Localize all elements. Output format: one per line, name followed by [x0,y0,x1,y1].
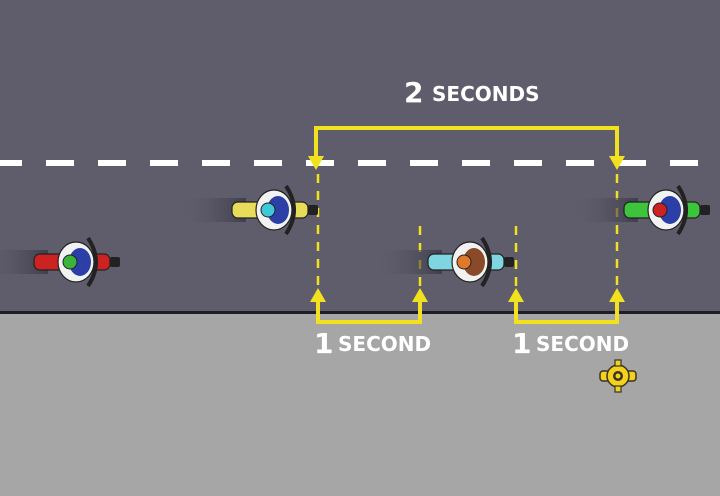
bracket-arrow-down [609,156,625,170]
one-second-right-unit: SECOND [536,332,629,356]
handlebar [480,236,492,288]
bracket-arrow-down [308,156,324,170]
front-wheel [504,257,514,267]
helmet [62,254,78,270]
bracket-arrow-up [412,288,428,302]
rider-jacket [69,248,91,276]
helmet [652,202,668,218]
fire-hydrant-icon [599,359,637,393]
front-wheel [700,205,710,215]
motorcycle-yellow [178,184,318,236]
one-second-right-number: 1 [512,327,531,360]
handlebar [284,184,296,236]
bracket-arrow-up [609,288,625,302]
rider-jacket [659,196,681,224]
one-second-left-number: 1 [314,327,333,360]
two-second-bracket [314,126,619,162]
rider-jacket [463,248,485,276]
sidewalk [0,313,720,496]
curb-line [0,311,720,314]
bracket-arrow-up [310,288,326,302]
two-seconds-unit: SECONDS [432,82,540,106]
helmet [260,202,276,218]
rider-jacket [267,196,289,224]
one-second-left-unit: SECOND [338,332,431,356]
one-second-bracket-right [514,298,619,324]
helmet [456,254,472,270]
handlebar [676,184,688,236]
front-wheel [308,205,318,215]
two-seconds-number: 2 [404,76,423,109]
motorcycle-green [570,184,710,236]
motorcycle-cyan [374,236,514,288]
motorcycle-red [0,236,120,288]
bracket-arrow-up [508,288,524,302]
front-wheel [110,257,120,267]
handlebar [86,236,98,288]
lane-marking [0,160,698,166]
motorcycles [0,184,710,288]
one-second-bracket-left [316,298,422,324]
